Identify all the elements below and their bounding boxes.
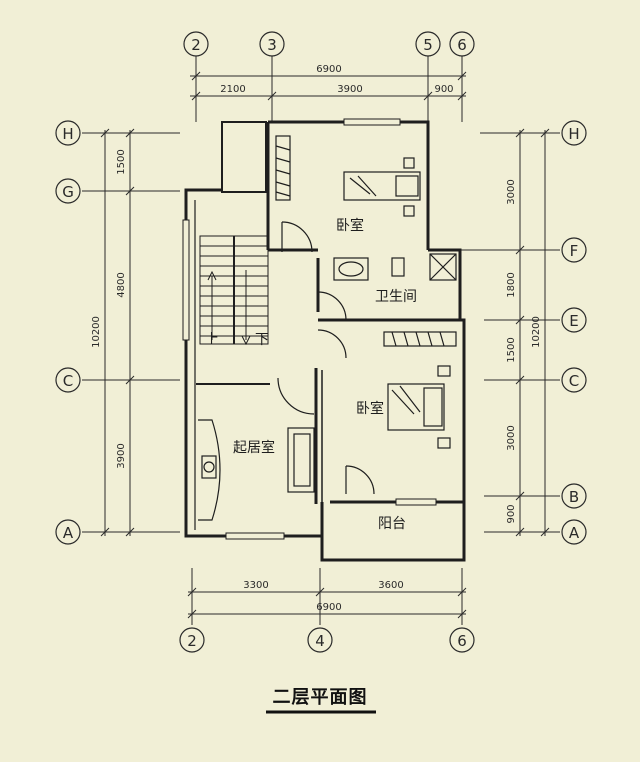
svg-text:F: F: [570, 242, 579, 260]
dim-top-seg-1: 2100: [220, 84, 245, 95]
dim-top-seg-3: 900: [434, 84, 453, 95]
room-label-bedroom-top: 卧室: [336, 217, 364, 234]
svg-text:G: G: [62, 183, 74, 201]
grid-bubble-bottom-2: 2: [179, 627, 205, 653]
grid-bubble-left-C: C: [55, 367, 81, 393]
room-label-bathroom: 卫生间: [375, 289, 417, 305]
dim-bottom-seg-1: 3300: [243, 580, 268, 591]
doors: [277, 221, 375, 495]
grid-bubble-right-H: H: [561, 120, 587, 146]
dim-left-seg-1: 1500: [116, 149, 127, 174]
grid-bubble-left-A: A: [55, 519, 81, 545]
right-dimensions: [458, 128, 560, 537]
dim-right-seg-4: 3000: [506, 425, 517, 450]
bathroom-fixtures: [333, 253, 457, 281]
grid-bubble-right-A: A: [561, 519, 587, 545]
room-label-bedroom-mid: 卧室: [356, 400, 384, 417]
dim-right-seg-1: 3000: [506, 179, 517, 204]
bed-top: [343, 157, 421, 217]
room-label-living: 起居室: [233, 439, 275, 456]
dim-bottom-total: 6900: [316, 602, 341, 613]
svg-text:A: A: [63, 524, 74, 542]
living-furniture: [198, 419, 315, 521]
grid-bubble-right-B: B: [561, 483, 587, 509]
dim-left-seg-2: 4800: [116, 272, 127, 297]
svg-text:4: 4: [315, 632, 325, 650]
svg-text:5: 5: [423, 36, 433, 54]
svg-text:E: E: [569, 312, 578, 330]
left-dimensions: [82, 128, 180, 537]
svg-text:2: 2: [191, 36, 201, 54]
bed-mid: [387, 365, 451, 449]
dim-right-seg-5: 900: [506, 504, 517, 523]
staircase: [199, 235, 269, 346]
dim-top-total: 6900: [316, 64, 341, 75]
stair-up-label: 上: [205, 332, 219, 348]
svg-text:C: C: [63, 372, 73, 390]
svg-text:B: B: [569, 488, 579, 506]
svg-text:6: 6: [457, 632, 467, 650]
top-dimensions: [190, 56, 467, 122]
room-label-balcony: 阳台: [378, 516, 406, 532]
grid-bubble-top-3: 3: [259, 31, 285, 57]
grid-bubble-right-F: F: [561, 237, 587, 263]
grid-bubble-top-5: 5: [415, 31, 441, 57]
walls: [184, 120, 466, 562]
grid-bubble-top-6: 6: [449, 31, 475, 57]
grid-bubble-right-E: E: [561, 307, 587, 333]
dim-left-seg-3: 3900: [116, 443, 127, 468]
dim-bottom-seg-2: 3600: [378, 580, 403, 591]
svg-text:H: H: [568, 125, 579, 143]
dim-right-total: 10200: [531, 316, 542, 348]
svg-text:2: 2: [187, 632, 197, 650]
grid-bubble-bottom-6: 6: [449, 627, 475, 653]
stair-down-label: 下: [255, 332, 269, 348]
svg-text:A: A: [569, 524, 580, 542]
dim-top-seg-2: 3900: [337, 84, 362, 95]
grid-bubble-left-G: G: [55, 178, 81, 204]
plan-title: 二层平面图: [273, 687, 368, 708]
grid-bubble-right-C: C: [561, 367, 587, 393]
dim-right-seg-2: 1800: [506, 272, 517, 297]
svg-text:3: 3: [267, 36, 277, 54]
svg-text:6: 6: [457, 36, 467, 54]
svg-text:C: C: [569, 372, 579, 390]
grid-bubble-top-2: 2: [183, 31, 209, 57]
grid-bubble-bottom-4: 4: [307, 627, 333, 653]
dim-left-total: 10200: [91, 316, 102, 348]
dim-right-seg-3: 1500: [506, 337, 517, 362]
wardrobe-mid: [383, 331, 457, 347]
grid-bubble-left-H: H: [55, 120, 81, 146]
windows: [182, 118, 437, 540]
svg-text:H: H: [62, 125, 73, 143]
wardrobe-top: [275, 135, 291, 201]
bottom-dimensions: [187, 568, 467, 625]
